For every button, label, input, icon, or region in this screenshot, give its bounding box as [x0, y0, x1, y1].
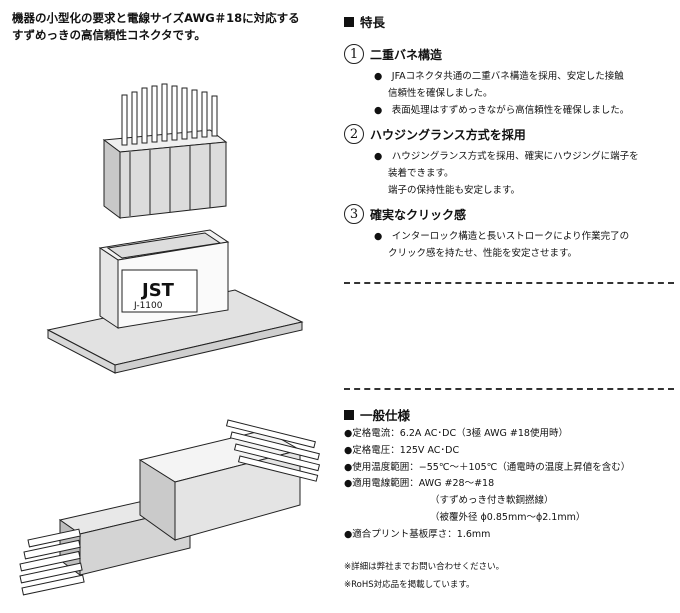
feature-3-title: 確実なクリック感 [370, 207, 467, 222]
receptacle-housing [98, 229, 230, 329]
spec-item-wire-note-2: （被覆外径 ϕ0.85mm〜ϕ2.1mm） [430, 511, 586, 523]
feature-1-line-2: 信頼性を確保しました。 [388, 88, 493, 99]
spec-item-rated-current: ●定格電流：6.2A AC･DC（3極 AWG #18使用時） [344, 428, 568, 439]
feature-2-line-2: 装着できます。 [388, 168, 454, 179]
intro-line-2: すずめっきの高信頼性コネクタです。 [12, 28, 206, 42]
receptacle-right [138, 419, 321, 541]
circled-number-3: 3 [344, 204, 364, 224]
spec-item-temperature: ●使用温度範囲：−55℃〜＋105℃（通電時の温度上昇値を含む） [344, 461, 631, 473]
connector-illustrations: JST J-1100 [19, 83, 321, 596]
feature-2-title: ハウジングランス方式を採用 [370, 127, 526, 142]
bottom-connector-illustration [19, 419, 321, 596]
feature-3-line-1: ● インターロック構造と長いストロークにより作業完了の [374, 231, 630, 242]
feature-1-line-1: ● JFAコネクタ共通の二重バネ構造を採用、安定した接触 [374, 71, 624, 82]
feature-2-line-3: 端子の保持性能も安定します。 [388, 185, 521, 196]
spec-list: ●定格電流：6.2A AC･DC（3極 AWG #18使用時） ●定格電圧：12… [344, 426, 674, 544]
receptacle-model: J-1100 [133, 301, 163, 311]
spec-item-wire-note-1: （すずめっき付き軟銅撚線） [430, 495, 554, 507]
feature-3-line-2: クリック感を持たせ、性能を安定させます。 [388, 248, 578, 259]
circled-number-2: 2 [344, 124, 364, 144]
spec-item-wire-range: ●適用電線範囲：AWG #28〜#18 [344, 478, 495, 490]
features-heading-label: 特長 [360, 15, 386, 30]
feature-2: 2 ハウジングランス方式を採用 ● ハウジングランス方式を採用、確実にハウジング… [344, 124, 674, 199]
spec-item-pcb-thickness: ●適合プリント基板厚さ：1.6mm [344, 528, 491, 540]
intro-line-1: 機器の小型化の要求と電線サイズAWG＃18に対応する [12, 11, 300, 25]
features-heading: 特長 [344, 12, 385, 31]
receptacle-brand: JST [140, 280, 175, 301]
spec-heading-label: 一般仕様 [360, 408, 411, 423]
top-connector-illustration [46, 83, 304, 374]
spec-heading: 一般仕様 [344, 405, 410, 424]
feature-1-title: 二重バネ構造 [370, 47, 443, 62]
feature-1: 1 二重バネ構造 ● JFAコネクタ共通の二重バネ構造を採用、安定した接触 信頼… [344, 44, 674, 119]
note-inquiry: ※詳細は弊社までお問い合わせください。 [344, 562, 505, 572]
wire-bundle-top [121, 83, 218, 146]
intro-text: 機器の小型化の要求と電線サイズAWG＃18に対応する すずめっきの高信頼性コネク… [12, 10, 332, 44]
dashed-divider-2 [344, 388, 674, 390]
circled-number-1: 1 [344, 44, 364, 64]
feature-3: 3 確実なクリック感 ● インターロック構造と長いストロークにより作業完了の ク… [344, 204, 674, 262]
square-bullet-icon [344, 16, 354, 27]
square-bullet-icon [344, 409, 354, 420]
feature-2-line-1: ● ハウジングランス方式を採用、確実にハウジングに端子を [374, 151, 639, 162]
dashed-divider-1 [344, 282, 674, 284]
plug-housing [102, 129, 228, 219]
feature-1-line-3: ● 表面処理はすずめっきながら高信頼性を確保しました。 [374, 105, 630, 116]
spec-item-rated-voltage: ●定格電圧：125V AC･DC [344, 444, 460, 456]
note-rohs: ※RoHS対応品を掲載しています。 [344, 580, 475, 590]
